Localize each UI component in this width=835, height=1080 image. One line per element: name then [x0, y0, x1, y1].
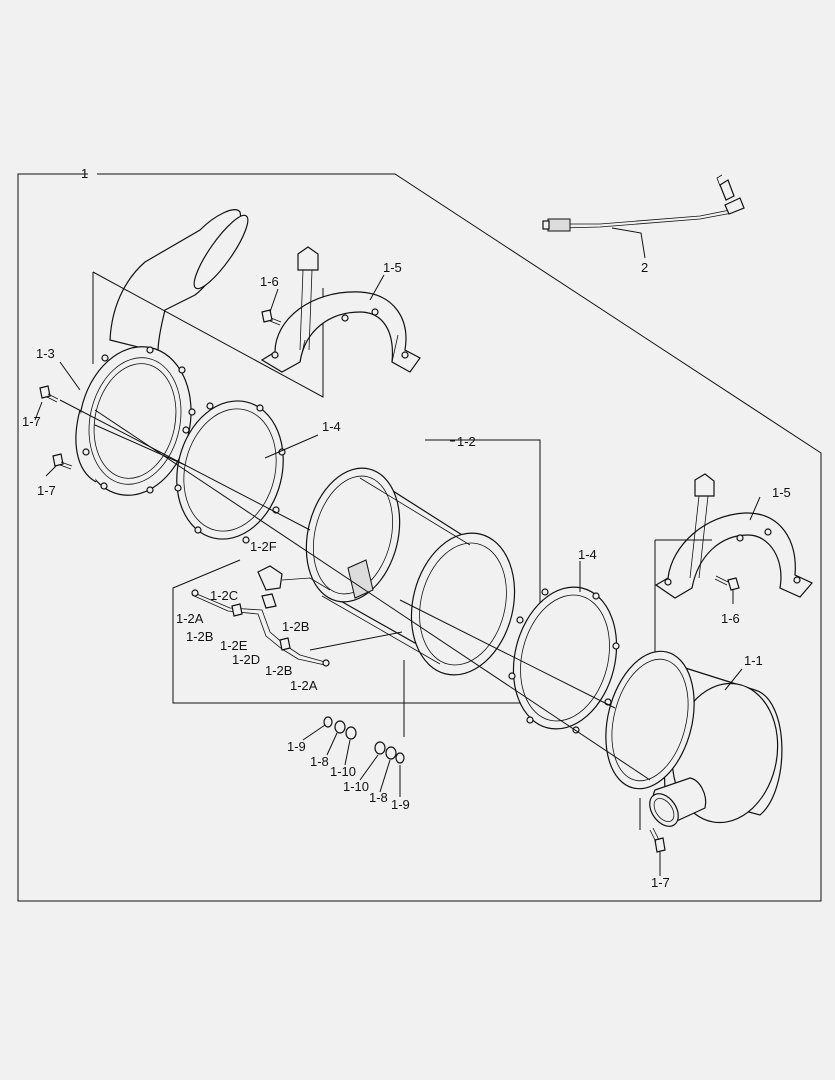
callout-1-9-left: 1-9 — [287, 739, 306, 754]
callout-1-2a-left: 1-2A — [176, 611, 204, 626]
inlet-group-bracket — [92, 271, 324, 398]
callout-1-7-bottom-right: 1-7 — [651, 875, 670, 890]
callout-1-2c: 1-2C — [210, 588, 238, 603]
long-bolt-part-left — [297, 246, 319, 351]
filter-body-bracket — [172, 439, 541, 737]
callout-1-4-left: 1-4 — [322, 419, 341, 434]
short-bolt-part-right — [714, 575, 740, 591]
long-bolt-part-right — [689, 473, 715, 579]
callout-1-8-right: 1-8 — [369, 790, 388, 805]
filter-body-part — [305, 467, 516, 676]
callout-1-4-right: 1-4 — [578, 547, 597, 562]
callout-1-2: 1-2 — [457, 434, 476, 449]
callout-1-3: 1-3 — [36, 346, 55, 361]
bolt-part-lower-left — [52, 453, 73, 470]
callout-1-2e: 1-2E — [220, 638, 248, 653]
callout-1-5-left: 1-5 — [383, 260, 402, 275]
inlet-elbow-part — [75, 209, 249, 496]
assembly-boundary — [17, 173, 822, 902]
callout-1-2b-left: 1-2B — [186, 629, 213, 644]
callout-1-10-right: 1-10 — [343, 779, 369, 794]
callout-1-7-lower-left: 1-7 — [37, 483, 56, 498]
callout-1-7-upper-left: 1-7 — [22, 414, 41, 429]
callout-1-2b-right: 1-2B — [282, 619, 309, 634]
short-bolt-part-left — [261, 309, 282, 326]
bolt-part-upper-left — [39, 385, 59, 403]
sensor-cable-part — [542, 174, 745, 259]
gasket-part-left — [174, 400, 286, 544]
callout-1-10-left: 1-10 — [330, 764, 356, 779]
callout-1-9-right: 1-9 — [391, 797, 410, 812]
callout-1-2a-right: 1-2A — [290, 678, 318, 693]
callout-1-2d: 1-2D — [232, 652, 260, 667]
callout-1-8-left: 1-8 — [310, 754, 329, 769]
bolt-part-bottom-right — [649, 827, 666, 853]
callout-1-5-right: 1-5 — [772, 485, 791, 500]
callout-1-2b-bottom: 1-2B — [265, 663, 292, 678]
outlet-part — [605, 650, 783, 827]
clamp-part-left — [260, 291, 421, 373]
hardware-stack-right — [374, 741, 405, 764]
callout-1-1: 1-1 — [744, 653, 763, 668]
hardware-stack-left — [323, 716, 357, 740]
callout-leaders — [34, 173, 761, 876]
explosion-axis-lines — [59, 399, 651, 830]
callout-1: 1 — [81, 166, 88, 181]
callout-1-2f: 1-2F — [250, 539, 277, 554]
sensor-tube-assembly — [191, 565, 331, 667]
callout-1-6-left: 1-6 — [260, 274, 279, 289]
callout-1-6-right: 1-6 — [721, 611, 740, 626]
callout-2: 2 — [641, 260, 648, 275]
